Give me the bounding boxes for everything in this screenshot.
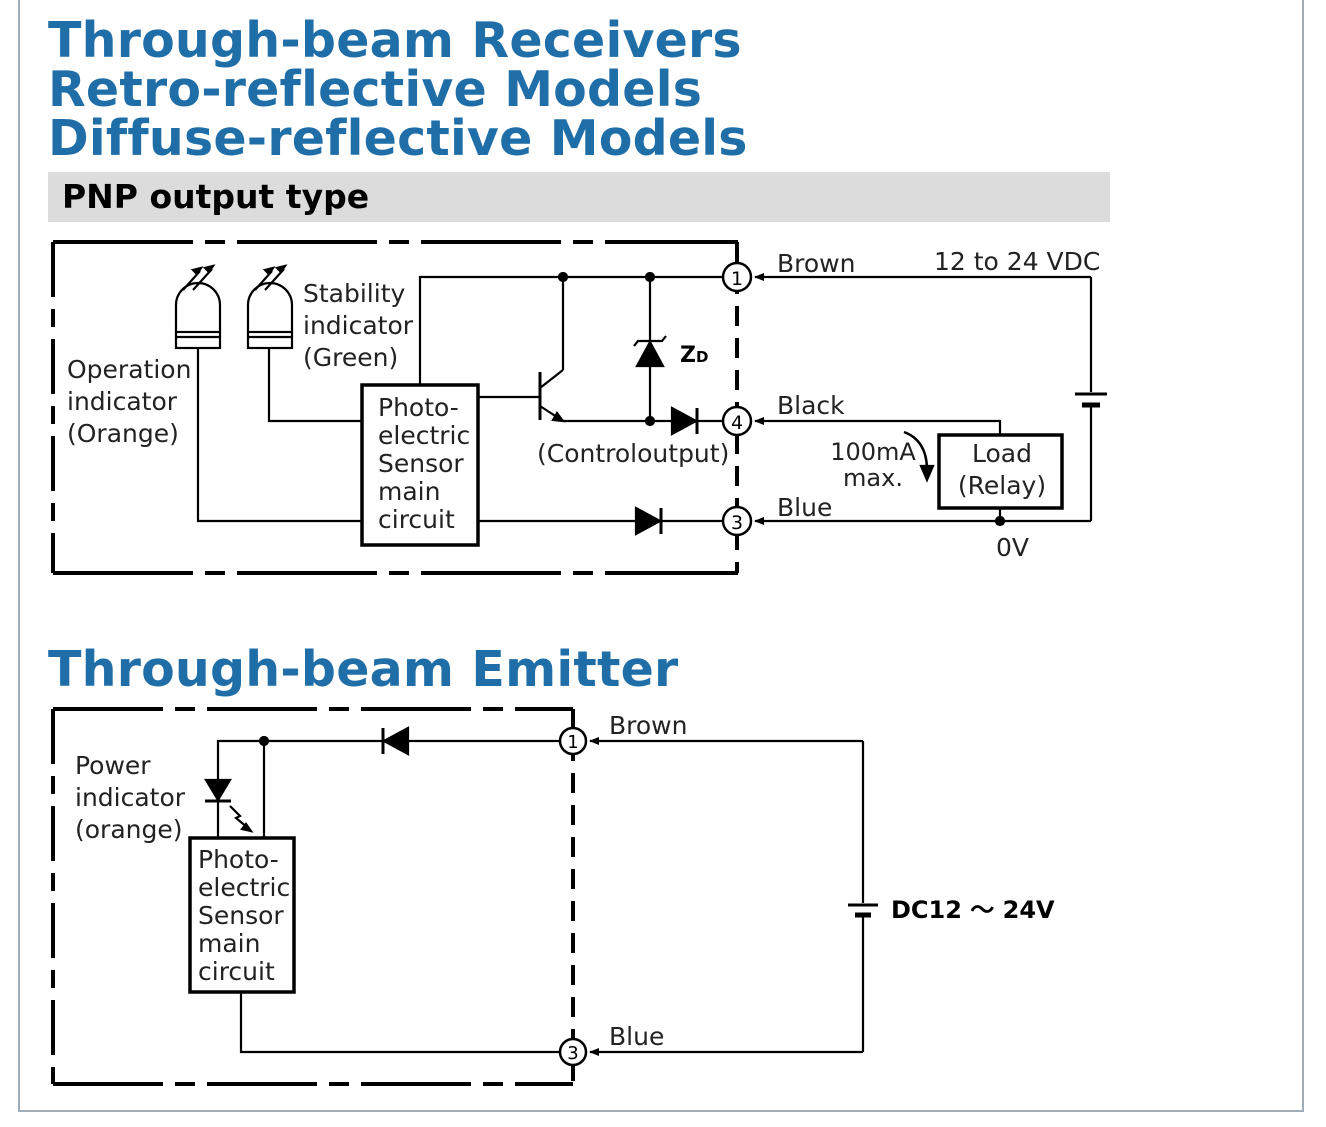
- wire-brown-label: Brown: [777, 249, 855, 278]
- stability-indicator-led: [246, 264, 294, 350]
- circuit-label-2: electric: [378, 421, 470, 450]
- circuit-label-4: main: [378, 477, 440, 506]
- receiver-battery: [1075, 277, 1107, 521]
- emitter-wire-blue-label: Blue: [609, 1022, 664, 1051]
- emitter-circuit-label-2: electric: [198, 873, 290, 902]
- heading-retro-reflective: Retro-reflective Models: [48, 61, 703, 118]
- supply-voltage-label: 12 to 24 VDC: [934, 247, 1100, 276]
- emitter-terminal-3: [558, 1037, 588, 1067]
- zener-label: ZD: [680, 343, 708, 368]
- emitter-circuit-label-1: Photo-: [198, 845, 279, 874]
- terminal-1-label: 1: [731, 268, 743, 290]
- stability-label-3: (Green): [303, 343, 398, 372]
- emitter-circuit-label-5: circuit: [198, 957, 275, 986]
- blue-line-diode: [634, 506, 663, 536]
- terminal-4-label: 4: [731, 412, 743, 434]
- zener-diode: [633, 277, 667, 427]
- operation-label-1: Operation: [67, 355, 191, 384]
- circuit-label-5: circuit: [378, 505, 455, 534]
- terminal-1: [721, 261, 753, 293]
- power-indicator-led: [204, 778, 254, 838]
- circuit-label-1: Photo-: [378, 393, 459, 422]
- stability-label-1: Stability: [303, 279, 406, 308]
- page-frame: [18, 0, 1304, 1112]
- wire-blue-label: Blue: [777, 493, 832, 522]
- emitter-supply-label: DC12 ～ 24V: [891, 896, 1055, 924]
- output-diode: [670, 406, 723, 436]
- circuit-label-3: Sensor: [378, 449, 464, 478]
- emitter-diode: [381, 726, 559, 756]
- power-label-1: Power: [75, 751, 151, 780]
- emitter-terminal-3-label: 3: [567, 1043, 578, 1064]
- subtitle-pnp-output-type: PNP output type: [62, 177, 370, 216]
- output-transistor: [478, 277, 672, 423]
- heading-diffuse-reflective: Diffuse-reflective Models: [48, 110, 748, 167]
- stability-label-2: indicator: [303, 311, 414, 340]
- terminal-3: [721, 505, 753, 537]
- emitter-diagram: Power indicator (orange) Photo- electric…: [51, 707, 1055, 1086]
- terminal-4: [721, 405, 753, 437]
- heading-through-beam-receivers: Through-beam Receivers: [48, 12, 742, 69]
- terminal-3-label: 3: [731, 512, 743, 534]
- load-label-2: (Relay): [958, 471, 1046, 500]
- emitter-terminal-1: [558, 726, 588, 756]
- current-arrow: [903, 430, 929, 469]
- power-label-3: (orange): [75, 815, 183, 844]
- operation-label-3: (Orange): [67, 419, 179, 448]
- subtitle-bar: PNP output type: [48, 172, 1110, 222]
- emitter-enclosure: [51, 707, 575, 1086]
- emitter-wire-brown-label: Brown: [609, 711, 687, 740]
- current-label-2: max.: [843, 464, 903, 492]
- load-label-1: Load: [972, 439, 1032, 468]
- power-label-2: indicator: [75, 783, 186, 812]
- heading-through-beam-emitter: Through-beam Emitter: [48, 641, 679, 698]
- zero-volt-label: 0V: [996, 533, 1029, 562]
- emitter-main-circuit-box: [188, 836, 296, 994]
- operation-indicator-led: [174, 264, 222, 350]
- operation-label-2: indicator: [67, 387, 178, 416]
- receiver-main-circuit-box: [360, 383, 480, 547]
- load-relay-box: [937, 433, 1064, 510]
- current-label-1: 100mA: [830, 438, 916, 466]
- emitter-battery: [848, 741, 878, 1052]
- receiver-diagram: Stability indicator (Green) Operation in…: [51, 240, 1107, 575]
- emitter-circuit-label-4: main: [198, 929, 260, 958]
- control-output-label: (Controloutput): [537, 439, 729, 468]
- wire-black-label: Black: [777, 391, 845, 420]
- emitter-terminal-1-label: 1: [567, 732, 578, 753]
- emitter-circuit-label-3: Sensor: [198, 901, 284, 930]
